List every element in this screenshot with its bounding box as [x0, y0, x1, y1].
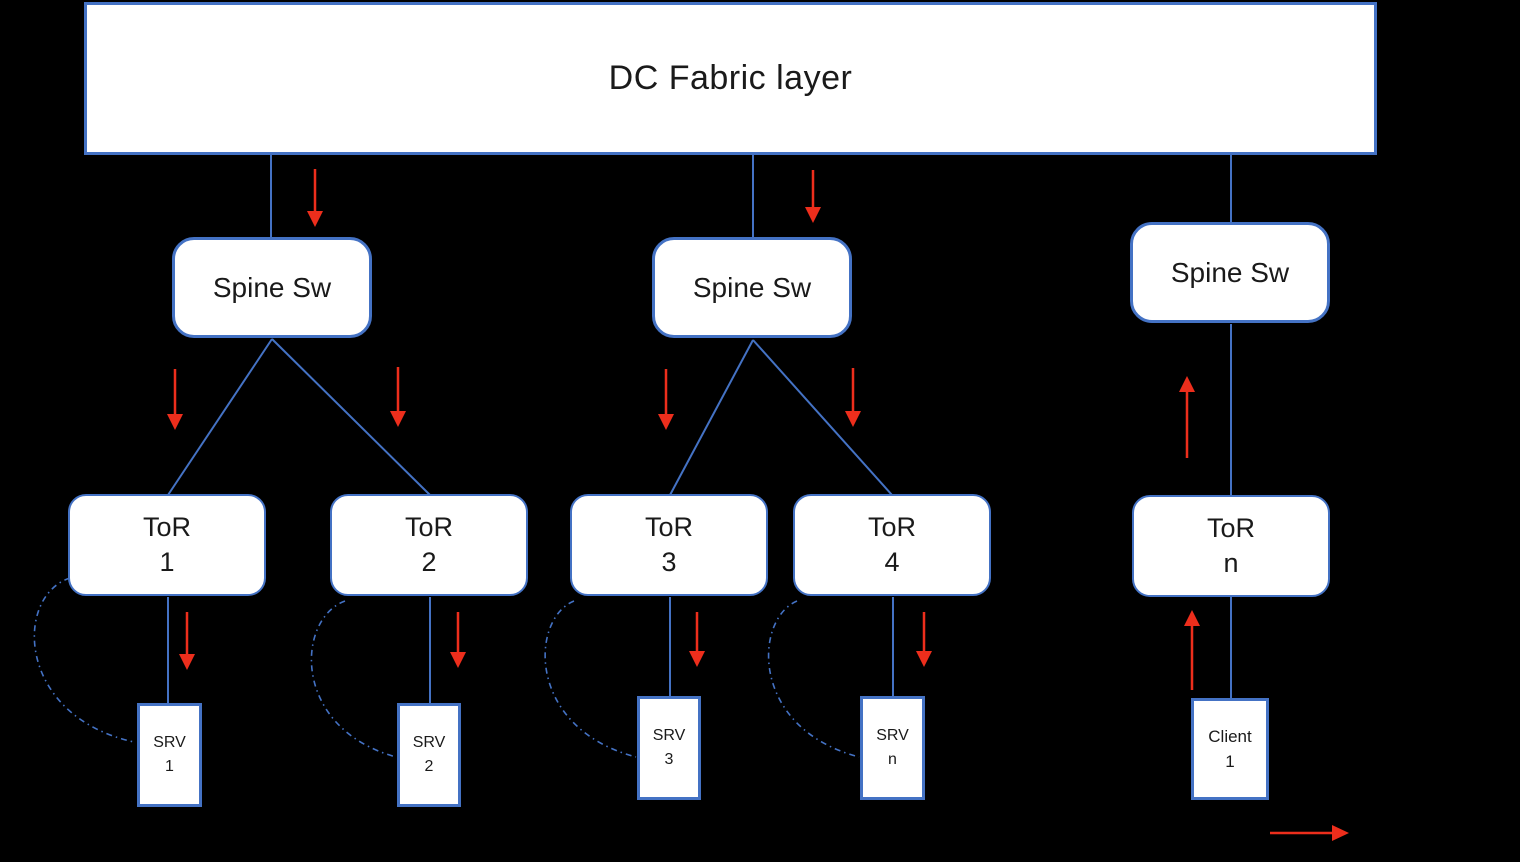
dashed-loop-arcs: [33, 577, 860, 758]
tor-switch-3-name: ToR: [644, 511, 693, 542]
dc-fabric-layer-label: DC Fabric layer: [608, 59, 853, 97]
red-flow-arrow-shafts: [173, 169, 1333, 835]
tor-switch-1-number: 1: [159, 547, 175, 577]
loop-arc-tor1-srv1: [33, 577, 135, 743]
server-3-number: 3: [664, 751, 674, 768]
tor-switch-2: ToR 2: [330, 494, 528, 596]
loop-arc-tor3-srv3: [544, 600, 637, 758]
tor-switch-2-name: ToR: [404, 511, 453, 542]
red-flow-arrow-heads: [167, 207, 1349, 841]
arrow-head-down-spine2-tor4: [845, 411, 861, 427]
arrow-head-up-client-torn: [1184, 610, 1200, 626]
blue-connector-lines: [167, 155, 1232, 704]
server-2-number: 2: [424, 758, 434, 775]
server-n: SRV n: [860, 696, 925, 800]
spine-switch-2-label: Spine Sw: [692, 271, 812, 303]
tor-switch-1-name: ToR: [142, 511, 191, 542]
tor-switch-1: ToR 1: [68, 494, 266, 596]
server-1: SRV 1: [137, 703, 202, 807]
loop-arc-tor2-srv2: [310, 600, 397, 758]
server-1-number: 1: [165, 758, 174, 775]
server-n-name: SRV: [876, 727, 909, 744]
link-spine1-tor1: [167, 338, 273, 496]
arrow-head-down-spine1-tor1: [167, 414, 183, 430]
spine-switch-3-label: Spine Sw: [1170, 256, 1290, 288]
link-spine2-tor3: [669, 339, 754, 496]
loop-arc-tor4-srvn: [767, 600, 860, 758]
tor-switch-4-number: 4: [884, 547, 900, 577]
arrow-head-down-tor2-srv2: [450, 652, 466, 668]
tor-switch-4-name: ToR: [867, 511, 916, 542]
spine-switch-3: Spine Sw: [1130, 222, 1330, 323]
client-1-number: 1: [1225, 752, 1235, 771]
tor-switch-n: ToR n: [1132, 495, 1330, 597]
server-3: SRV 3: [637, 696, 701, 800]
tor-switch-3: ToR 3: [570, 494, 768, 596]
server-n-number: n: [888, 751, 897, 768]
server-2: SRV 2: [397, 703, 461, 807]
spine-switch-1-label: Spine Sw: [212, 271, 332, 303]
arrow-head-down-spine2-tor3: [658, 414, 674, 430]
tor-switch-3-number: 3: [661, 547, 677, 577]
tor-switch-n-name: ToR: [1206, 512, 1255, 543]
spine-switch-2: Spine Sw: [652, 237, 852, 338]
link-spine1-tor2: [271, 338, 431, 496]
arrow-head-down-tor4-srvn: [916, 651, 932, 667]
dc-fabric-layer-box: DC Fabric layer: [84, 2, 1377, 155]
spine-switch-1: Spine Sw: [172, 237, 372, 338]
client-1: Client 1: [1191, 698, 1269, 800]
server-3-name: SRV: [652, 727, 686, 744]
arrow-head-down-fabric-spine2: [805, 207, 821, 223]
client-1-name: Client: [1208, 726, 1252, 746]
arrow-head-right-bottom: [1332, 825, 1349, 841]
server-2-name: SRV: [412, 734, 446, 751]
arrow-head-down-fabric-spine1: [307, 211, 323, 227]
tor-switch-4: ToR 4: [793, 494, 991, 596]
link-spine2-tor4: [752, 339, 893, 496]
arrow-head-down-tor3-srv3: [689, 651, 705, 667]
tor-switch-2-number: 2: [421, 547, 437, 577]
arrow-head-down-tor1-srv1: [179, 654, 195, 670]
arrow-head-down-spine1-tor2: [390, 411, 406, 427]
arrow-head-up-torn-spine3: [1179, 376, 1195, 392]
server-1-name: SRV: [153, 734, 186, 751]
tor-switch-n-number: n: [1223, 548, 1239, 578]
